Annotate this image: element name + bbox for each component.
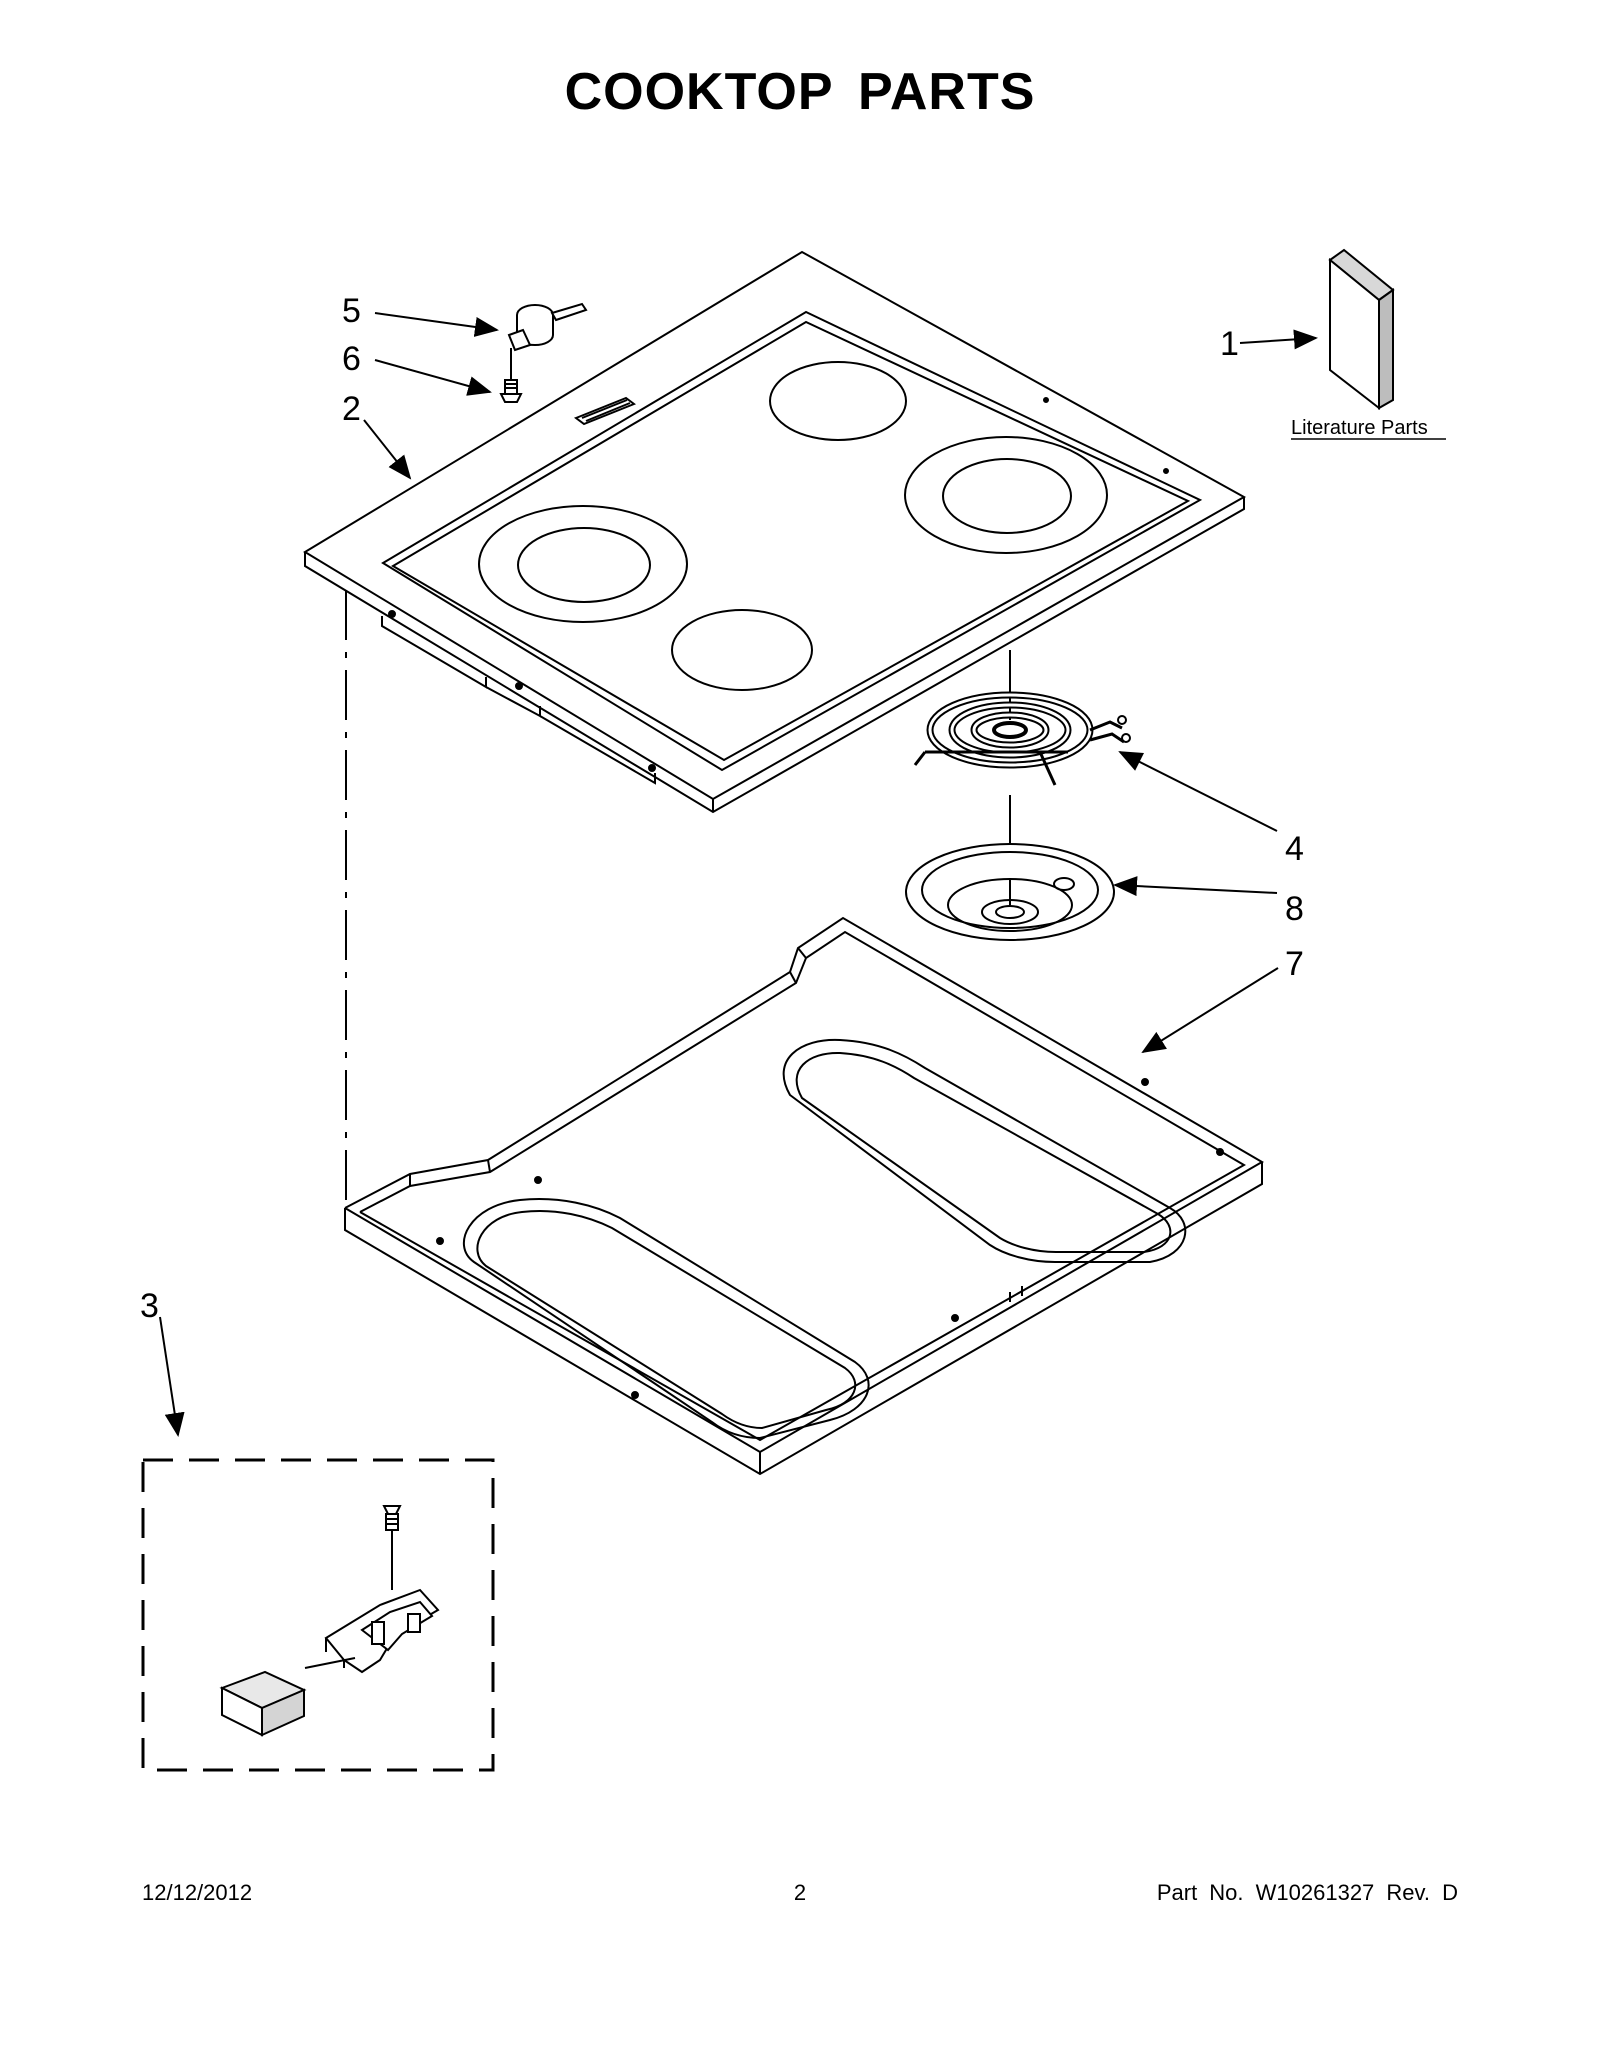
callout-leaders bbox=[159, 312, 1318, 1437]
footer-page-number: 2 bbox=[793, 1880, 807, 1905]
footer-part-number: Part No. W10261327 Rev. D bbox=[1156, 1880, 1458, 1905]
callout-8: 8 bbox=[1285, 890, 1304, 928]
callout-1: 1 bbox=[1220, 325, 1239, 363]
terminal-block-dashed-box bbox=[141, 1458, 495, 1772]
callout-5: 5 bbox=[342, 292, 361, 330]
coil-surface-element bbox=[913, 650, 1131, 880]
cooktop-main-top bbox=[303, 250, 1247, 814]
callout-6: 6 bbox=[342, 340, 361, 378]
callout-4: 4 bbox=[1285, 830, 1304, 868]
callout-3: 3 bbox=[140, 1287, 159, 1325]
drip-bowl bbox=[905, 843, 1115, 941]
callout-7: 7 bbox=[1285, 945, 1304, 983]
literature-booklet bbox=[1328, 248, 1395, 411]
terminal-block-assembly bbox=[219, 1505, 440, 1737]
main-top-support-pan bbox=[344, 916, 1264, 1476]
footer-date: 12/12/2012 bbox=[142, 1880, 253, 1905]
page-title: COOKTOP PARTS bbox=[564, 63, 1036, 121]
literature-parts-label: Literature Parts bbox=[1291, 417, 1428, 439]
callout-2: 2 bbox=[342, 390, 361, 428]
thermal-switch-and-screw bbox=[499, 302, 588, 403]
